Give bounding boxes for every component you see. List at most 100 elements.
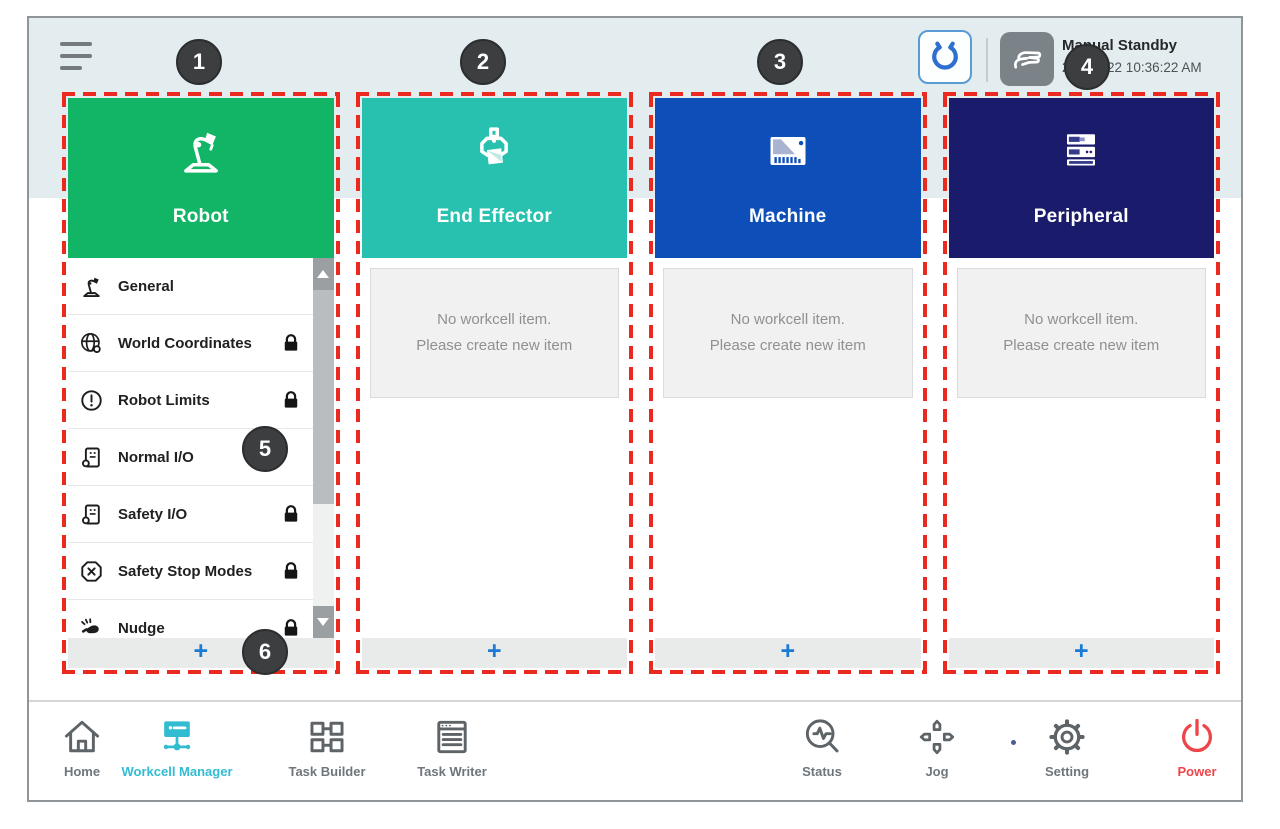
empty-message-line1: No workcell item. [730, 311, 845, 328]
machine-icon [760, 120, 816, 182]
end-effector-item-list: No workcell item. Please create new item [361, 258, 627, 638]
alert-circle-icon [78, 387, 105, 414]
nav-status[interactable]: Status [747, 714, 897, 779]
io-board-icon [78, 444, 105, 471]
list-item-safety-io[interactable]: Safety I/O [68, 486, 334, 543]
server-rack-icon [1053, 120, 1109, 182]
add-end-effector-item-button[interactable]: + [361, 637, 627, 668]
scrollbar[interactable] [312, 258, 334, 638]
task-builder-icon [305, 714, 349, 760]
empty-message-line1: No workcell item. [437, 311, 552, 328]
lock-icon [280, 617, 302, 638]
robot-mode-button[interactable] [918, 30, 972, 84]
robot-arm-icon [173, 120, 229, 182]
io-board-icon [78, 501, 105, 528]
list-item-nudge[interactable]: Nudge [68, 600, 334, 638]
nav-label: Jog [925, 764, 949, 779]
triangle-down-icon [317, 618, 329, 626]
power-icon [1175, 714, 1219, 760]
list-item-label: Safety Stop Modes [118, 562, 253, 580]
bottom-navbar: Home Workcell Manager [29, 700, 1241, 800]
end-effector-column-header[interactable]: End Effector [361, 98, 627, 258]
column-title: Peripheral [1033, 206, 1129, 227]
peripheral-column-header[interactable]: Peripheral [948, 98, 1214, 258]
nav-task-builder[interactable]: Task Builder [252, 714, 402, 779]
nav-label: Workcell Manager [121, 764, 233, 779]
scroll-up-button[interactable] [312, 258, 334, 290]
nav-workcell-manager[interactable]: Workcell Manager [102, 714, 252, 779]
nav-label: Home [63, 764, 101, 779]
column-title: Machine [749, 206, 827, 227]
list-item-general[interactable]: General [68, 258, 334, 315]
lock-icon [280, 332, 302, 354]
plus-icon: + [780, 637, 796, 665]
empty-message-line2: Please create new item [709, 337, 866, 354]
triangle-up-icon [317, 270, 329, 278]
empty-message-box: No workcell item. Please create new item [369, 268, 619, 398]
callout-badge-3: 3 [757, 39, 803, 85]
empty-message-line2: Please create new item [416, 337, 573, 354]
nav-label: Power [1177, 764, 1217, 779]
app-window: Manual Standby 2022.2.22 10:36:22 AM Rob… [27, 16, 1243, 802]
list-item-robot-limits[interactable]: Robot Limits [68, 372, 334, 429]
robot-arm-icon [78, 273, 105, 300]
plus-icon: + [486, 637, 502, 665]
empty-message-box: No workcell item. Please create new item [663, 268, 913, 398]
robot-column-header[interactable]: Robot [68, 98, 334, 258]
scroll-down-button[interactable] [312, 606, 334, 638]
callout-badge-6: 6 [242, 629, 288, 675]
list-item-label: Safety I/O [118, 505, 188, 523]
peripheral-column: Peripheral No workcell item. Please crea… [942, 92, 1220, 674]
gripper-box-icon [466, 120, 522, 182]
nav-home[interactable]: Home [29, 714, 157, 779]
nav-label: Task Writer [417, 764, 487, 779]
task-writer-icon [430, 714, 474, 760]
callout-badge-5: 5 [242, 426, 288, 472]
plus-icon: + [1073, 637, 1089, 665]
plus-icon: + [193, 637, 209, 665]
list-item-world-coordinates[interactable]: World Coordinates [68, 315, 334, 372]
empty-message-line1: No workcell item. [1024, 311, 1139, 328]
lock-icon [280, 389, 302, 411]
peripheral-item-list: No workcell item. Please create new item [948, 258, 1214, 638]
callout-badge-1: 1 [176, 39, 222, 85]
list-item-label: Nudge [118, 619, 165, 637]
nav-label: Task Builder [288, 764, 366, 779]
list-item-label: Robot Limits [118, 391, 210, 409]
machine-item-list: No workcell item. Please create new item [655, 258, 921, 638]
nav-task-writer[interactable]: Task Writer [377, 714, 527, 779]
stop-octagon-icon [78, 558, 105, 585]
menu-button[interactable] [60, 40, 96, 72]
nav-label: Status [802, 764, 842, 779]
nudge-hand-icon [78, 615, 105, 639]
home-icon [60, 714, 104, 760]
machine-column: Machine No workcell item. Please create … [649, 92, 927, 674]
scrollbar-thumb[interactable] [312, 290, 334, 504]
list-item-label: General [118, 277, 174, 295]
nav-jog[interactable]: Jog [862, 714, 1012, 779]
manual-mode-button[interactable] [1000, 32, 1054, 86]
workcell-tree-icon [155, 714, 199, 760]
workcell-columns: Robot General [62, 92, 1220, 674]
empty-message-box: No workcell item. Please create new item [956, 268, 1206, 398]
add-machine-item-button[interactable]: + [655, 638, 921, 668]
callout-badge-2: 2 [460, 39, 506, 85]
robot-column: Robot General [62, 92, 340, 674]
add-robot-item-button[interactable]: + [68, 638, 334, 668]
nav-power[interactable]: Power [1122, 714, 1241, 779]
topbar-divider [986, 38, 988, 82]
add-peripheral-item-button[interactable]: + [948, 637, 1214, 668]
world-gear-icon [78, 330, 105, 357]
list-item-normal-io[interactable]: Normal I/O [68, 429, 334, 486]
lock-icon [280, 560, 302, 582]
list-item-safety-stop-modes[interactable]: Safety Stop Modes [68, 543, 334, 600]
hand-icon [1009, 41, 1045, 77]
robot-item-list: General World Coordinates [68, 258, 334, 638]
nav-setting[interactable]: Setting [992, 714, 1142, 779]
column-title: End Effector [436, 206, 552, 227]
machine-column-header[interactable]: Machine [655, 98, 921, 258]
column-title: Robot [172, 206, 229, 227]
end-effector-column: End Effector No workcell item. Please cr… [355, 92, 633, 674]
dot-separator [1011, 740, 1016, 745]
empty-message-line2: Please create new item [1003, 337, 1160, 354]
